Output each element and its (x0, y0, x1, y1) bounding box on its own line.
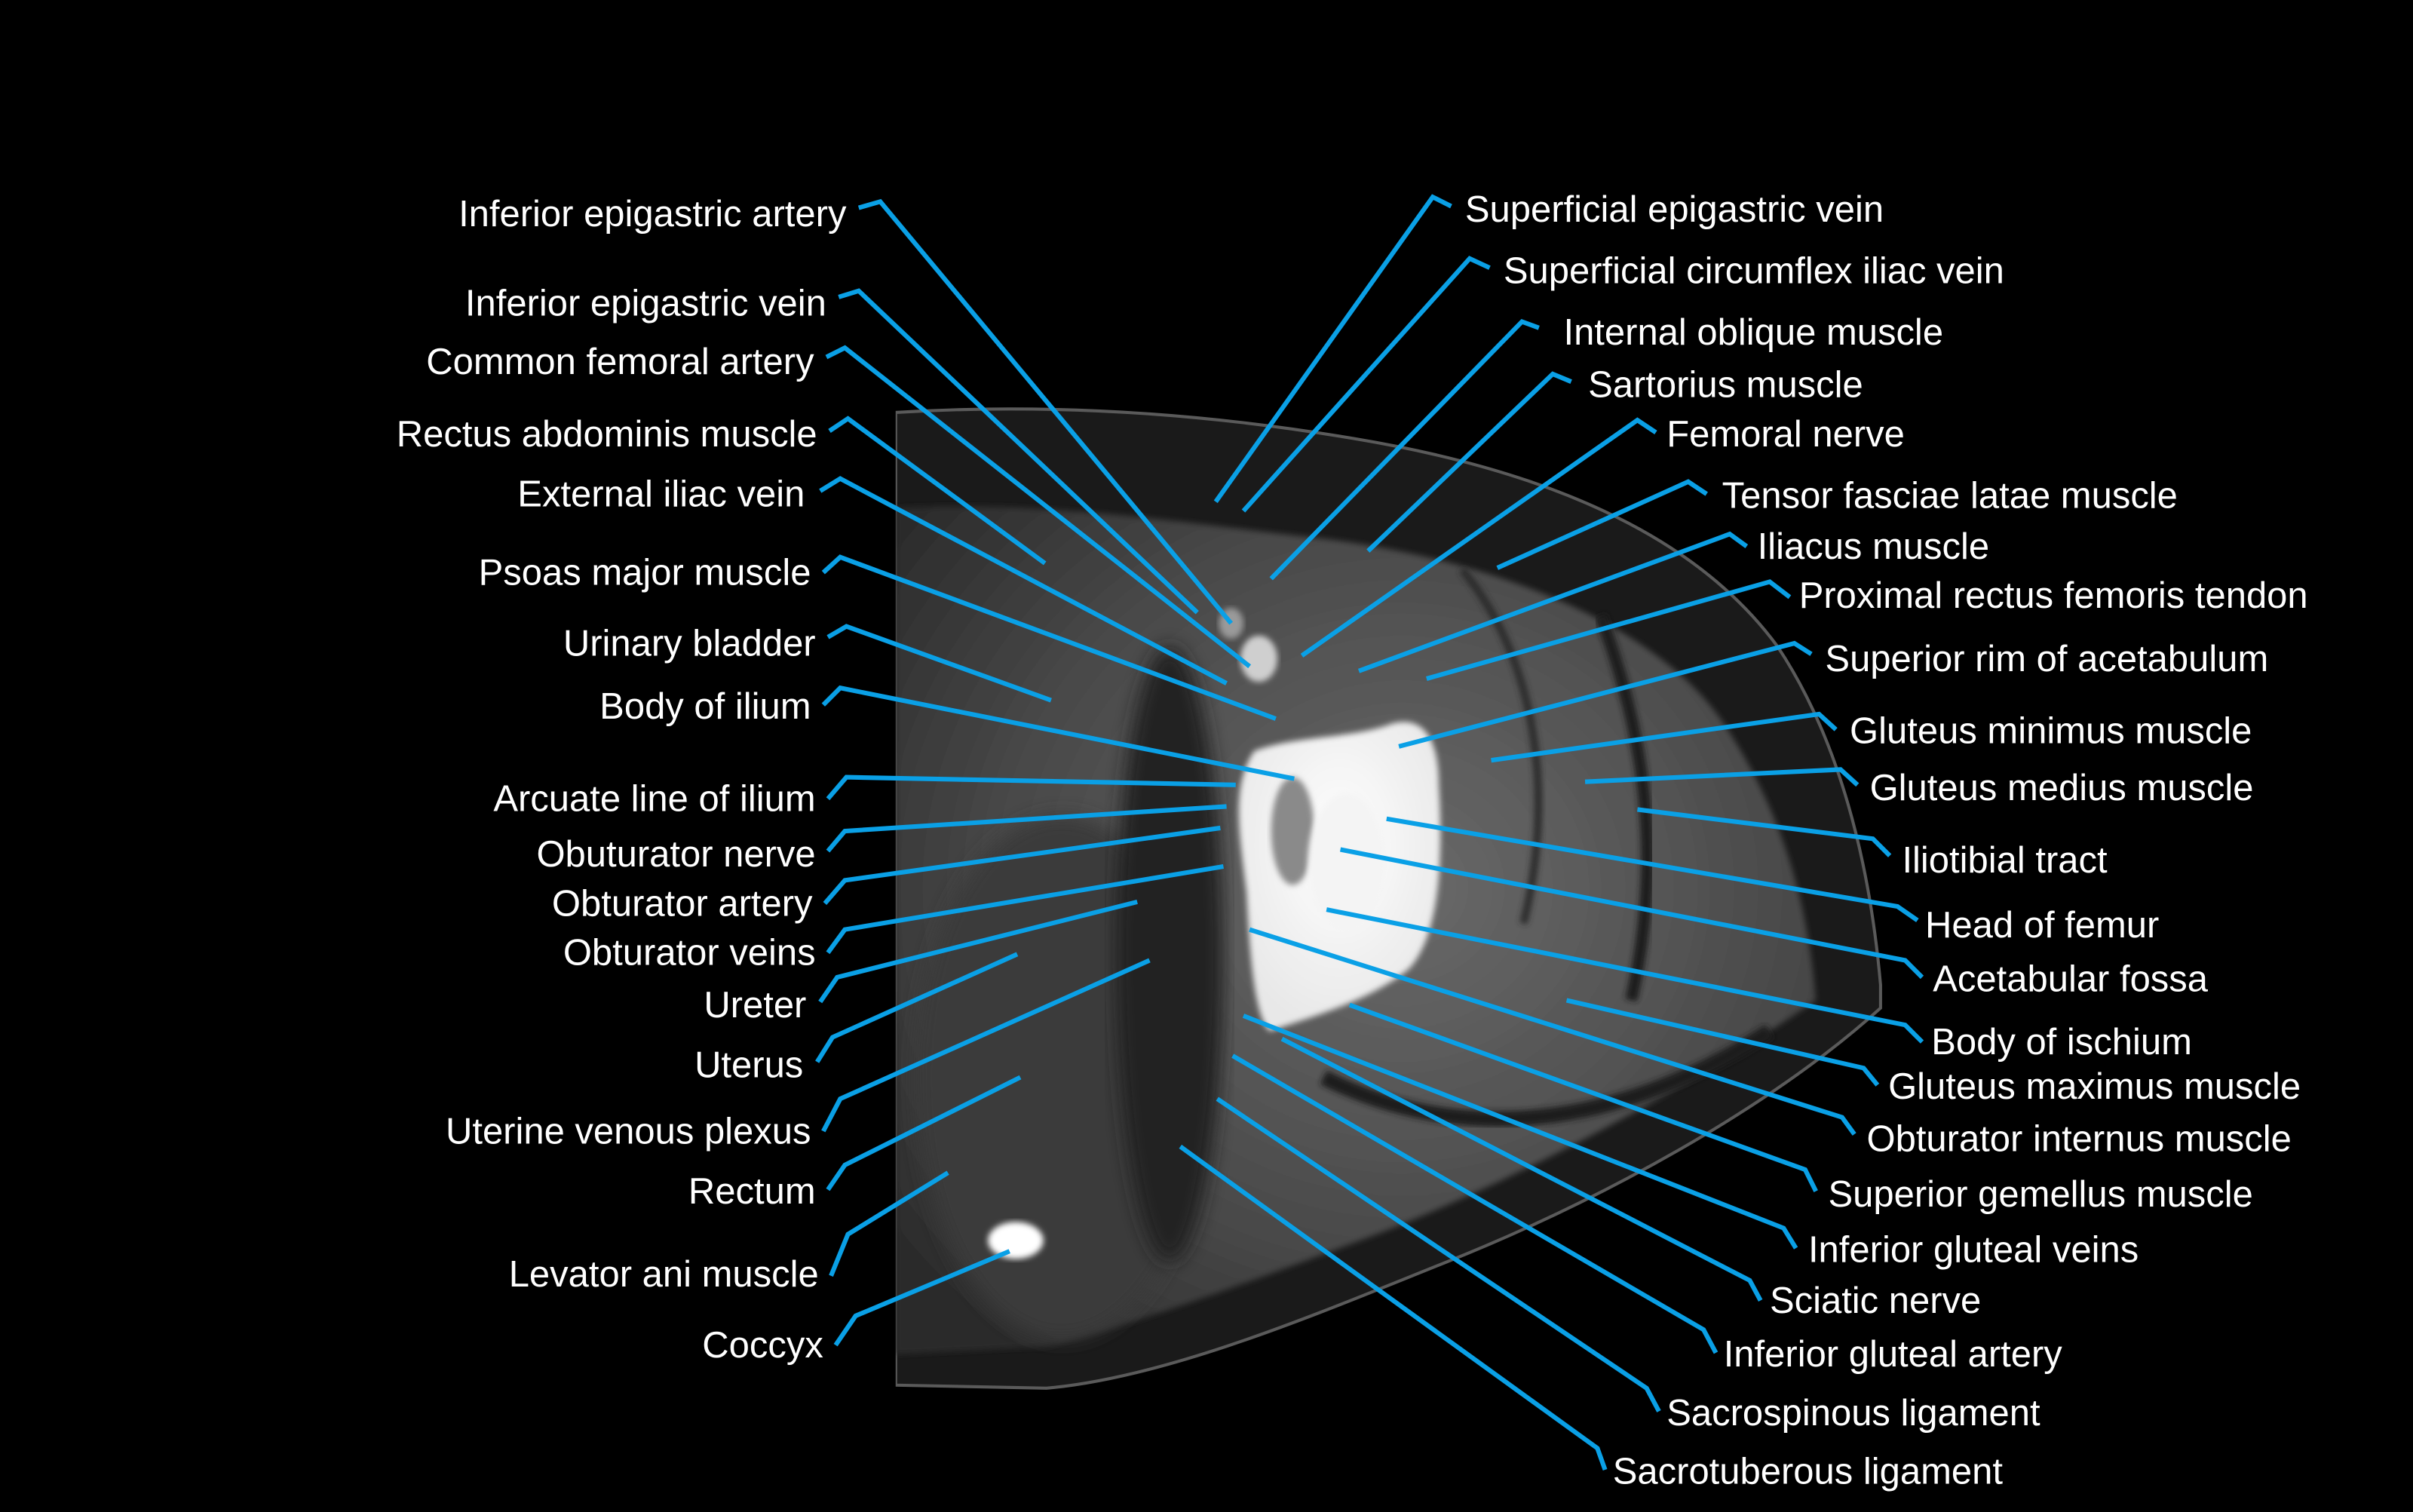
leader-line-inferior-gluteal-artery (1231, 1053, 1719, 1354)
label-sciatic-nerve: Sciatic nerve (1770, 1280, 1981, 1321)
leader-line-head-of-femur (1386, 816, 1919, 922)
label-sacrospinous-ligament: Sacrospinous ligament (1666, 1393, 2040, 1434)
leader-line-inferior-gluteal-veins (1242, 1014, 1798, 1250)
leader-line-common-femoral-artery (825, 345, 1252, 669)
leader-line-gluteus-minimus-muscle (1491, 711, 1838, 763)
label-uterine-venous-plexus: Uterine venous plexus (446, 1111, 811, 1152)
leader-line-obturator-veins (826, 863, 1224, 955)
leader-line-superior-rim-of-acetabulum (1398, 640, 1813, 749)
leader-line-tensor-fasciae-latae-muscle (1496, 479, 1708, 570)
leader-line-obuturator-nerve (826, 804, 1227, 853)
label-inferior-gluteal-artery: Inferior gluteal artery (1724, 1334, 2063, 1375)
label-sacrotuberous-ligament: Sacrotuberous ligament (1613, 1451, 2004, 1492)
label-obturator-veins: Obturator veins (563, 933, 816, 974)
label-psoas-major-muscle: Psoas major muscle (479, 553, 811, 593)
label-coccyx: Coccyx (702, 1325, 823, 1366)
label-obuturator-nerve: Obuturator nerve (536, 834, 815, 875)
label-external-iliac-vein: External iliac vein (517, 474, 805, 514)
leader-line-levator-ani-muscle (829, 1170, 949, 1277)
label-obturator-artery: Obturator artery (552, 883, 813, 924)
leader-line-proximal-rectus-femoris-tendon (1426, 579, 1792, 681)
leader-line-superficial-epigastric-vein (1213, 194, 1452, 504)
label-urinary-bladder: Urinary bladder (563, 623, 816, 664)
leader-line-inferior-epigastric-artery (857, 198, 1234, 625)
label-inferior-epigastric-vein: Inferior epigastric vein (465, 283, 826, 324)
leader-line-inferior-epigastric-vein (838, 288, 1199, 615)
leader-line-body-of-ischium (1326, 907, 1924, 1044)
leader-lines-left (815, 198, 1295, 1347)
label-sartorius-muscle: Sartorius muscle (1588, 365, 1863, 406)
leader-line-superior-gemellus-muscle (1348, 1002, 1818, 1192)
leader-line-arcuate-line-of-ilium (826, 774, 1236, 801)
label-proximal-rectus-femoris-tendon: Proximal rectus femoris tendon (1799, 575, 2308, 616)
label-body-of-ilium: Body of ilium (599, 686, 811, 727)
leader-line-acetabular-fossa (1339, 847, 1924, 980)
coccyx-bone (988, 1222, 1044, 1259)
leader-line-internal-oblique-muscle (1269, 318, 1540, 581)
leader-lines-right (1179, 194, 1924, 1471)
leader-line-psoas-major-muscle (821, 554, 1277, 721)
label-femoral-nerve: Femoral nerve (1666, 414, 1905, 455)
leader-line-iliotibial-tract (1637, 807, 1892, 857)
leader-line-uterine-venous-plexus (821, 958, 1151, 1133)
leader-line-ureter (818, 899, 1138, 1004)
label-acetabular-fossa: Acetabular fossa (1933, 958, 2209, 999)
leader-line-rectum (826, 1075, 1022, 1192)
leader-line-gluteus-medius-muscle (1584, 767, 1860, 787)
label-uterus: Uterus (694, 1045, 803, 1086)
label-superior-rim-of-acetabulum: Superior rim of acetabulum (1825, 639, 2268, 679)
leader-line-sacrospinous-ligament (1216, 1096, 1661, 1412)
label-rectus-abdominis-muscle: Rectus abdominis muscle (397, 414, 817, 455)
label-inferior-gluteal-veins: Inferior gluteal veins (1808, 1229, 2139, 1270)
label-rectum: Rectum (688, 1171, 816, 1212)
leader-line-uterus (815, 952, 1019, 1063)
leader-line-external-iliac-vein (819, 476, 1228, 685)
label-superior-gemellus-muscle: Superior gemellus muscle (1828, 1174, 2252, 1215)
label-common-femoral-artery: Common femoral artery (426, 342, 814, 382)
label-levator-ani-muscle: Levator ani muscle (509, 1254, 819, 1295)
label-superficial-epigastric-vein: Superficial epigastric vein (1465, 189, 1884, 230)
label-gluteus-minimus-muscle: Gluteus minimus muscle (1850, 711, 2252, 752)
label-iliotibial-tract: Iliotibial tract (1902, 840, 2108, 881)
leader-line-iliacus-muscle (1357, 531, 1749, 673)
leader-line-sacrotuberous-ligament (1179, 1144, 1608, 1471)
leader-line-obturator-artery (823, 825, 1221, 905)
leader-line-obturator-internus-muscle (1249, 927, 1857, 1136)
leader-line-sciatic-nerve (1280, 1036, 1763, 1302)
leader-line-superficial-circumflex-iliac-vein (1241, 256, 1491, 513)
leader-line-body-of-ilium (821, 685, 1295, 781)
leader-line-urinary-bladder (826, 624, 1052, 703)
label-tensor-fasciae-latae-muscle: Tensor fasciae latae muscle (1722, 475, 2178, 516)
label-arcuate-line-of-ilium: Arcuate line of ilium (493, 779, 815, 820)
label-body-of-ischium: Body of ischium (1931, 1022, 2192, 1063)
leader-line-femoral-nerve (1300, 417, 1657, 658)
leader-line-gluteus-maximus-muscle (1565, 998, 1880, 1087)
label-internal-oblique-muscle: Internal oblique muscle (1563, 312, 1943, 353)
label-gluteus-maximus-muscle: Gluteus maximus muscle (1888, 1066, 2301, 1107)
leader-line-sartorius-muscle (1366, 371, 1572, 553)
leader-line-rectus-abdominis-muscle (828, 416, 1047, 566)
label-inferior-epigastric-artery: Inferior epigastric artery (458, 194, 847, 235)
ct-slice-image (861, 385, 1882, 1416)
label-superficial-circumflex-iliac-vein: Superficial circumflex iliac vein (1504, 251, 2004, 292)
label-iliacus-muscle: Iliacus muscle (1758, 526, 1990, 567)
label-head-of-femur: Head of femur (1925, 905, 2159, 946)
label-gluteus-medius-muscle: Gluteus medius muscle (1870, 768, 2254, 808)
label-ureter: Ureter (704, 985, 806, 1026)
label-obturator-internus-muscle: Obturator internus muscle (1867, 1119, 2292, 1160)
leader-line-coccyx (833, 1249, 1010, 1347)
